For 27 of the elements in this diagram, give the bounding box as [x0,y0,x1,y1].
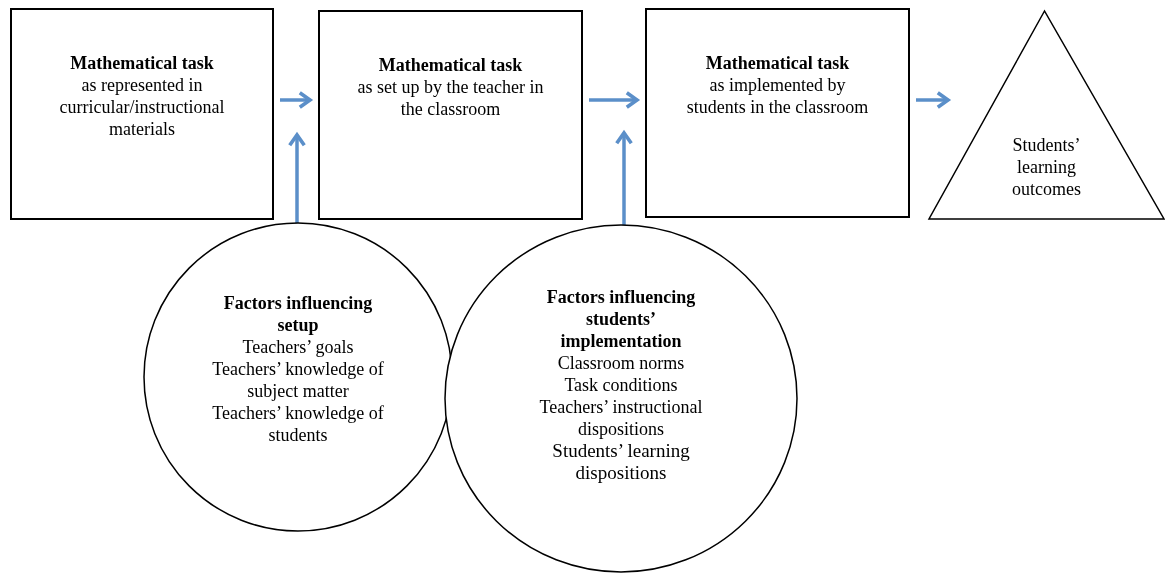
factor-circle [444,224,798,573]
node-text: as implemented by students in the classroom [685,74,870,118]
node-text: Teachers’ knowledge of subject matter [212,358,384,402]
process-box [318,10,583,220]
node-text: Teachers’ instructional dispositions [538,396,704,440]
node-text: Students’ learning outcomes [1011,134,1082,200]
node-heading: Mathematical task [69,52,215,74]
factor-circle [143,222,453,532]
process-box [10,8,274,220]
node-text: as set up by the teacher in the classroom [356,76,545,120]
node-heading: Mathematical task [377,54,524,76]
process-box [645,8,910,218]
node-heading: Mathematical task [704,52,851,74]
node-text: Teachers’ goals [241,336,355,358]
arrow [589,90,639,110]
arrow [280,90,312,110]
arrow [287,133,307,224]
node-heading: Factors influencing setup [222,292,374,336]
arrow [614,131,634,226]
node-heading: Factors influencing students’ implementation [545,286,697,352]
node-text: Task conditions [563,374,679,396]
node-text: Students’ learning dispositions [551,440,691,484]
outcome-triangle [928,10,1165,220]
arrow [916,90,950,110]
node-text: Classroom norms [556,352,686,374]
node-text: as represented in curricular/instructional materials [58,74,226,140]
node-text: Teachers’ knowledge of students [212,402,384,446]
